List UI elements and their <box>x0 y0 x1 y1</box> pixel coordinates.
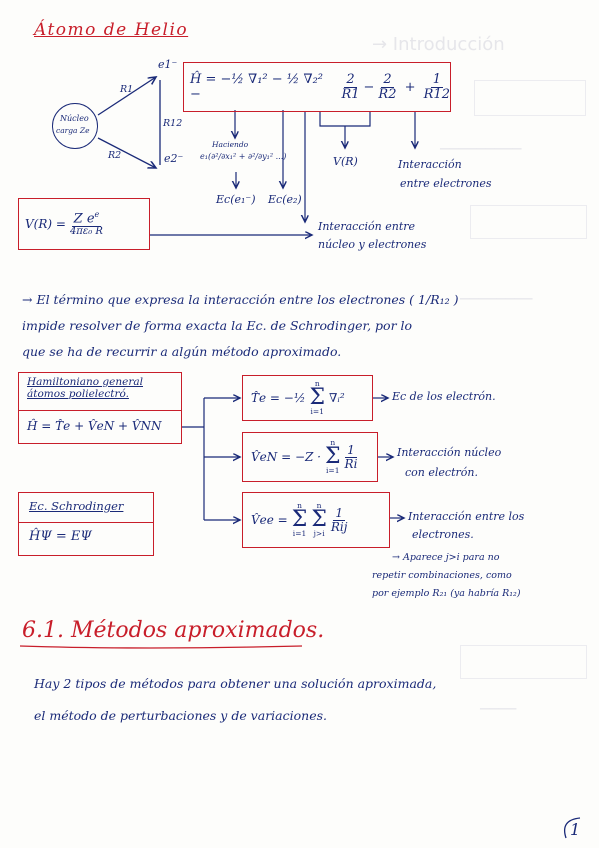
vee-sum1-bot: i=1 <box>292 529 307 539</box>
ven-den: Ri <box>344 456 358 471</box>
potential-den: 4πε₀ R <box>69 225 103 237</box>
vee-frac: 1 Rij <box>331 507 348 533</box>
ven-sum: n Σ i=1 <box>324 438 341 476</box>
nucleus-charge: carga Ze <box>56 126 90 135</box>
vee-sum2-top: n <box>316 501 322 511</box>
potential-frac: Z ee 4πε₀ R <box>69 209 103 237</box>
potential-num: Z e <box>73 211 95 227</box>
interaction-nucleus-1: Interacción entre <box>318 220 416 233</box>
ven-label-1: Interacción núcleo <box>397 446 502 459</box>
vee-sum1-top: n <box>297 501 302 511</box>
interaction-electrons-1: Interacción <box>398 158 462 171</box>
r1-label: R1 <box>120 84 134 95</box>
ven-sum-bot: i=1 <box>326 466 340 476</box>
term-r1-den: R1 <box>341 86 360 102</box>
interaction-nucleus-2: núcleo y electrones <box>318 238 427 251</box>
term-r12-num: 1 <box>430 71 443 88</box>
ven-num: 1 <box>345 442 357 458</box>
section-line2: el método de perturbaciones y de variaci… <box>34 708 327 723</box>
ven-label-2: con electrón. <box>405 466 478 479</box>
vee-sum-2: n Σ j>i <box>311 501 327 539</box>
nucleus-label: Núcleo <box>60 114 89 123</box>
te-sum-bot: i=1 <box>310 407 324 417</box>
nucleus-circle <box>52 103 98 149</box>
vee-note-3: por ejemplo R₂₁ (ya habría R₁₂) <box>372 588 521 599</box>
ec-e2-label: Ec(e₂) <box>268 193 302 206</box>
potential-lhs: V(R) = <box>25 217 66 231</box>
electron-1-label: e1⁻ <box>158 58 178 71</box>
vee-label-2: electrones. <box>412 528 474 541</box>
general-hamiltonian-box: Hamiltoniano general átomos polielectró.… <box>18 372 182 444</box>
hamiltonian-box: Ĥ = −½ ∇₁² − ½ ∇₂² − 2 R1 − 2 R2 + 1 R12 <box>183 62 451 112</box>
schrodinger-title: Ec. Schrodinger <box>19 493 153 523</box>
term-r2-den: R2 <box>378 86 397 102</box>
term-r12-den: R12 <box>423 86 450 102</box>
r2-label: R2 <box>108 150 122 161</box>
vee-note-2: repetir combinaciones, como <box>372 570 512 581</box>
potential-num-sup: e <box>94 209 100 219</box>
term-r1-num: 2 <box>344 71 357 88</box>
vee-note-1: → Aparece j>i para no <box>392 552 500 563</box>
vee-sum-1: n Σ i=1 <box>291 501 308 539</box>
paragraph1-line2: impide resolver de forma exacta la Ec. d… <box>22 318 413 333</box>
te-rhs: ∇ᵢ² <box>329 391 345 405</box>
ven-frac: 1 Ri <box>345 444 358 470</box>
vee-sum2-bot: j>i <box>313 529 325 539</box>
general-h-title-2: átomos polielectró. <box>27 388 129 400</box>
section-line1: Hay 2 tipos de métodos para obtener una … <box>34 676 437 691</box>
hamiltonian-lhs: Ĥ = −½ ∇₁² − ½ ∇₂² − <box>190 72 324 102</box>
v-r-label: V(R) <box>333 155 358 168</box>
ven-lhs: V̂eN = −Z · <box>251 450 321 464</box>
vee-box: V̂ee = n Σ i=1 n Σ j>i 1 Rij <box>242 492 390 548</box>
electron-2-label: e2⁻ <box>164 152 184 165</box>
laplacian-formula: e₁(∂²/∂x₁² + ∂²/∂y₁² ...) <box>200 152 287 161</box>
potential-box: V(R) = Z ee 4πε₀ R <box>18 198 150 250</box>
vee-label-1: Interacción entre los <box>408 510 525 523</box>
vee-num: 1 <box>333 505 345 521</box>
ec-e1-label: Ec(e₁⁻) <box>216 193 256 206</box>
page-title: Átomo de Helio <box>34 20 189 40</box>
schrodinger-formula: ĤΨ = EΨ <box>29 529 92 544</box>
general-h-formula: Ĥ = T̂e + V̂eN + V̂NN <box>27 419 162 433</box>
te-label: Ec de los electrón. <box>392 390 496 403</box>
term-r2: 2 R2 <box>378 73 396 101</box>
ven-sum-top: n <box>330 438 336 448</box>
te-sum-top: n <box>314 379 320 389</box>
term-r12: 1 R12 <box>424 73 450 101</box>
te-box: T̂e = −½ n Σ i=1 ∇ᵢ² <box>242 375 373 421</box>
vee-den: Rij <box>330 519 348 534</box>
term-r1: 2 R1 <box>341 73 359 101</box>
term-r2-num: 2 <box>381 71 394 88</box>
r12-label: R12 <box>163 118 183 129</box>
page-number: 1 <box>570 820 581 839</box>
paragraph1-line1: → El término que expresa la interacción … <box>22 292 459 307</box>
laplacian-note: Haciendo <box>212 140 249 149</box>
paragraph1-line3: que se ha de recurrir a algún método apr… <box>22 344 342 359</box>
section-heading: 6.1. Métodos aproximados. <box>22 618 325 643</box>
ven-box: V̂eN = −Z · n Σ i=1 1 Ri <box>242 432 378 482</box>
vee-lhs: V̂ee = <box>251 513 288 527</box>
schrodinger-box: Ec. Schrodinger ĤΨ = EΨ <box>18 492 154 556</box>
interaction-electrons-2: entre electrones <box>400 177 492 190</box>
te-sum: n Σ i=1 <box>309 379 326 417</box>
te-lhs: T̂e = −½ <box>251 391 306 405</box>
general-h-title-1: Hamiltoniano general <box>27 376 143 388</box>
